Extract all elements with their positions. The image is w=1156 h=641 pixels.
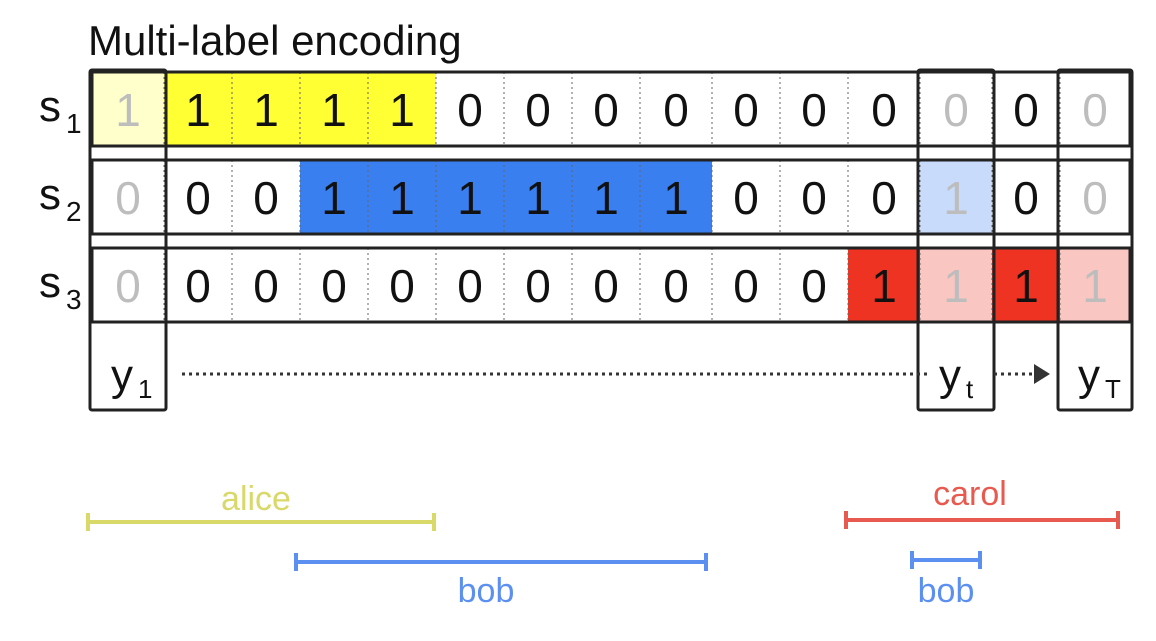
time-label: y (111, 351, 133, 400)
cell-fill (920, 248, 992, 322)
diagram-title: Multi-label encoding (88, 17, 462, 64)
cell-value: 0 (733, 260, 759, 312)
cell-value: 0 (871, 84, 897, 136)
cell-fill (92, 72, 164, 146)
cell-value: 0 (733, 172, 759, 224)
cell-value: 0 (185, 172, 211, 224)
cell-value: 0 (525, 260, 551, 312)
row-label-subscript: 2 (66, 196, 82, 227)
cell-value: 0 (115, 172, 141, 224)
cell-value: 1 (1082, 260, 1108, 312)
row-border (90, 158, 1132, 236)
cell-fill (920, 160, 992, 234)
cell-fill (300, 72, 368, 146)
cell-value: 0 (321, 260, 347, 312)
cell-value: 0 (457, 84, 483, 136)
cell-value: 0 (1082, 84, 1108, 136)
speaker-segment-bob: bob (294, 553, 708, 610)
speaker-segment-carol: carol (844, 475, 1120, 529)
cell-value: 1 (943, 172, 969, 224)
cell-value: 0 (801, 172, 827, 224)
row-label: s (39, 258, 61, 307)
timeline (182, 364, 1050, 384)
time-label-subscript: 1 (138, 374, 152, 404)
cell-value: 1 (593, 172, 619, 224)
cell-fill (992, 248, 1060, 322)
cell-fill (504, 160, 572, 234)
cell-value: 1 (185, 84, 211, 136)
cell-fill (572, 160, 640, 234)
cell-fill (368, 160, 436, 234)
speaker-name: bob (918, 572, 975, 610)
row-border (90, 246, 1132, 324)
cell-value: 0 (593, 84, 619, 136)
time-label: y (939, 351, 961, 400)
cell-value: 0 (253, 172, 279, 224)
cell-value: 0 (943, 84, 969, 136)
cell-value: 0 (871, 172, 897, 224)
cell-fill (164, 72, 232, 146)
cell-value: 0 (1082, 172, 1108, 224)
cell-value: 1 (871, 260, 897, 312)
cell-value: 0 (663, 84, 689, 136)
cell-value: 1 (457, 172, 483, 224)
cell-value: 0 (801, 84, 827, 136)
speaker-name: carol (933, 475, 1007, 513)
cell-value: 1 (321, 172, 347, 224)
cell-value: 0 (253, 260, 279, 312)
cell-value: 1 (1013, 260, 1039, 312)
row-border (90, 70, 1132, 148)
cell-value: 1 (389, 172, 415, 224)
cell-value: 0 (663, 260, 689, 312)
time-label-subscript: t (966, 374, 974, 404)
cell-value: 1 (943, 260, 969, 312)
speaker-segment-bob: bob (910, 551, 982, 610)
cell-value: 0 (389, 260, 415, 312)
cell-value: 1 (321, 84, 347, 136)
cell-value: 1 (663, 172, 689, 224)
cell-value: 1 (525, 172, 551, 224)
cell-fill (300, 160, 368, 234)
cell-fill (640, 160, 712, 234)
cell-value: 0 (457, 260, 483, 312)
row-label: s (39, 170, 61, 219)
time-frame-box (916, 68, 996, 412)
cell-value: 1 (253, 84, 279, 136)
row-label-subscript: 1 (66, 108, 82, 139)
cell-fill (1060, 248, 1130, 322)
cell-fill (368, 72, 436, 146)
time-label-subscript: T (1105, 374, 1121, 404)
time-label: y (1078, 351, 1100, 400)
cell-value: 0 (1013, 84, 1039, 136)
speaker-name: bob (458, 572, 515, 610)
cell-fill (436, 160, 504, 234)
cell-value: 0 (801, 260, 827, 312)
speaker-name: alice (221, 480, 291, 518)
time-frame-box (88, 68, 168, 412)
cell-fill (232, 72, 300, 146)
speaker-segment-alice: alice (86, 480, 436, 531)
cell-value: 1 (389, 84, 415, 136)
cell-fill (848, 248, 920, 322)
cell-value: 1 (115, 84, 141, 136)
cell-value: 0 (593, 260, 619, 312)
arrow-head-icon (1034, 364, 1050, 384)
cell-value: 0 (1013, 172, 1039, 224)
cell-value: 0 (115, 260, 141, 312)
cell-value: 0 (525, 84, 551, 136)
speaker-segments: alice bob carol bob (86, 475, 1120, 610)
time-frame-box (1056, 68, 1134, 412)
row-label-subscript: 3 (66, 284, 82, 315)
cell-value: 0 (185, 260, 211, 312)
cell-value: 0 (733, 84, 759, 136)
row-label: s (39, 82, 61, 131)
